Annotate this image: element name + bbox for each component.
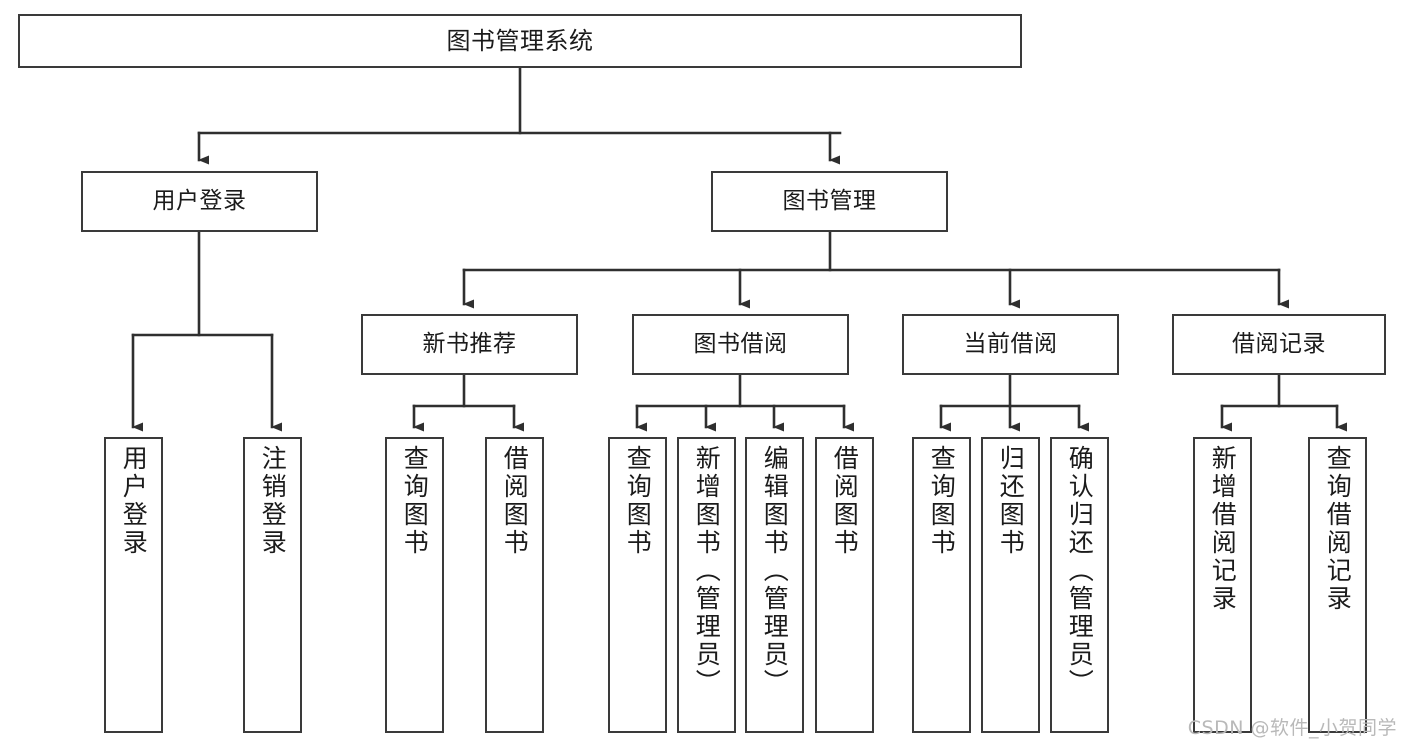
node-label: 当前借阅 <box>963 330 1058 357</box>
node-current-borrow[interactable]: 当前借阅 <box>902 314 1119 375</box>
node-leaf-add-borrow-record[interactable]: 新增借阅记录 <box>1193 437 1252 733</box>
node-label: 新增借阅记录 <box>1208 445 1238 613</box>
node-label: 用户登录 <box>152 187 247 214</box>
node-leaf-query-borrow-record[interactable]: 查询借阅记录 <box>1308 437 1367 733</box>
node-label: 查询图书 <box>400 445 430 557</box>
node-label: 图书管理 <box>782 187 877 214</box>
node-leaf-return-book[interactable]: 归还图书 <box>981 437 1040 733</box>
node-leaf-add-book[interactable]: 新增图书（管理员） <box>677 437 736 733</box>
node-root-book-management-system[interactable]: 图书管理系统 <box>18 14 1022 68</box>
node-leaf-query-book-current[interactable]: 查询图书 <box>912 437 971 733</box>
node-label: 查询图书 <box>623 445 653 557</box>
node-leaf-user-login[interactable]: 用户登录 <box>104 437 163 733</box>
node-leaf-query-book-recommend[interactable]: 查询图书 <box>385 437 444 733</box>
node-label: 查询图书 <box>927 445 957 557</box>
node-label: 借阅图书 <box>500 445 530 557</box>
node-label: 查询借阅记录 <box>1323 445 1353 613</box>
node-book-borrow[interactable]: 图书借阅 <box>632 314 849 375</box>
node-user-login[interactable]: 用户登录 <box>81 171 318 232</box>
node-label: 图书借阅 <box>693 330 788 357</box>
node-new-book-recommend[interactable]: 新书推荐 <box>361 314 578 375</box>
node-label: 图书管理系统 <box>446 26 594 55</box>
watermark-text: CSDN @软件_小贺同学 <box>1187 717 1397 739</box>
node-borrow-record[interactable]: 借阅记录 <box>1172 314 1386 375</box>
node-book-manage[interactable]: 图书管理 <box>711 171 948 232</box>
node-label: 新增图书（管理员） <box>692 445 722 697</box>
node-leaf-borrow-book[interactable]: 借阅图书 <box>815 437 874 733</box>
node-label: 借阅图书 <box>830 445 860 557</box>
node-label: 确认归还（管理员） <box>1065 445 1095 697</box>
node-label: 编辑图书（管理员） <box>760 445 790 697</box>
node-leaf-confirm-return[interactable]: 确认归还（管理员） <box>1050 437 1109 733</box>
node-leaf-query-book-borrow[interactable]: 查询图书 <box>608 437 667 733</box>
node-label: 归还图书 <box>996 445 1026 557</box>
node-label: 用户登录 <box>119 445 149 557</box>
node-leaf-borrow-book-recommend[interactable]: 借阅图书 <box>485 437 544 733</box>
node-leaf-logout-login[interactable]: 注销登录 <box>243 437 302 733</box>
node-label: 注销登录 <box>258 445 288 557</box>
node-label: 新书推荐 <box>422 330 517 357</box>
node-label: 借阅记录 <box>1232 330 1326 357</box>
node-leaf-edit-book[interactable]: 编辑图书（管理员） <box>745 437 804 733</box>
